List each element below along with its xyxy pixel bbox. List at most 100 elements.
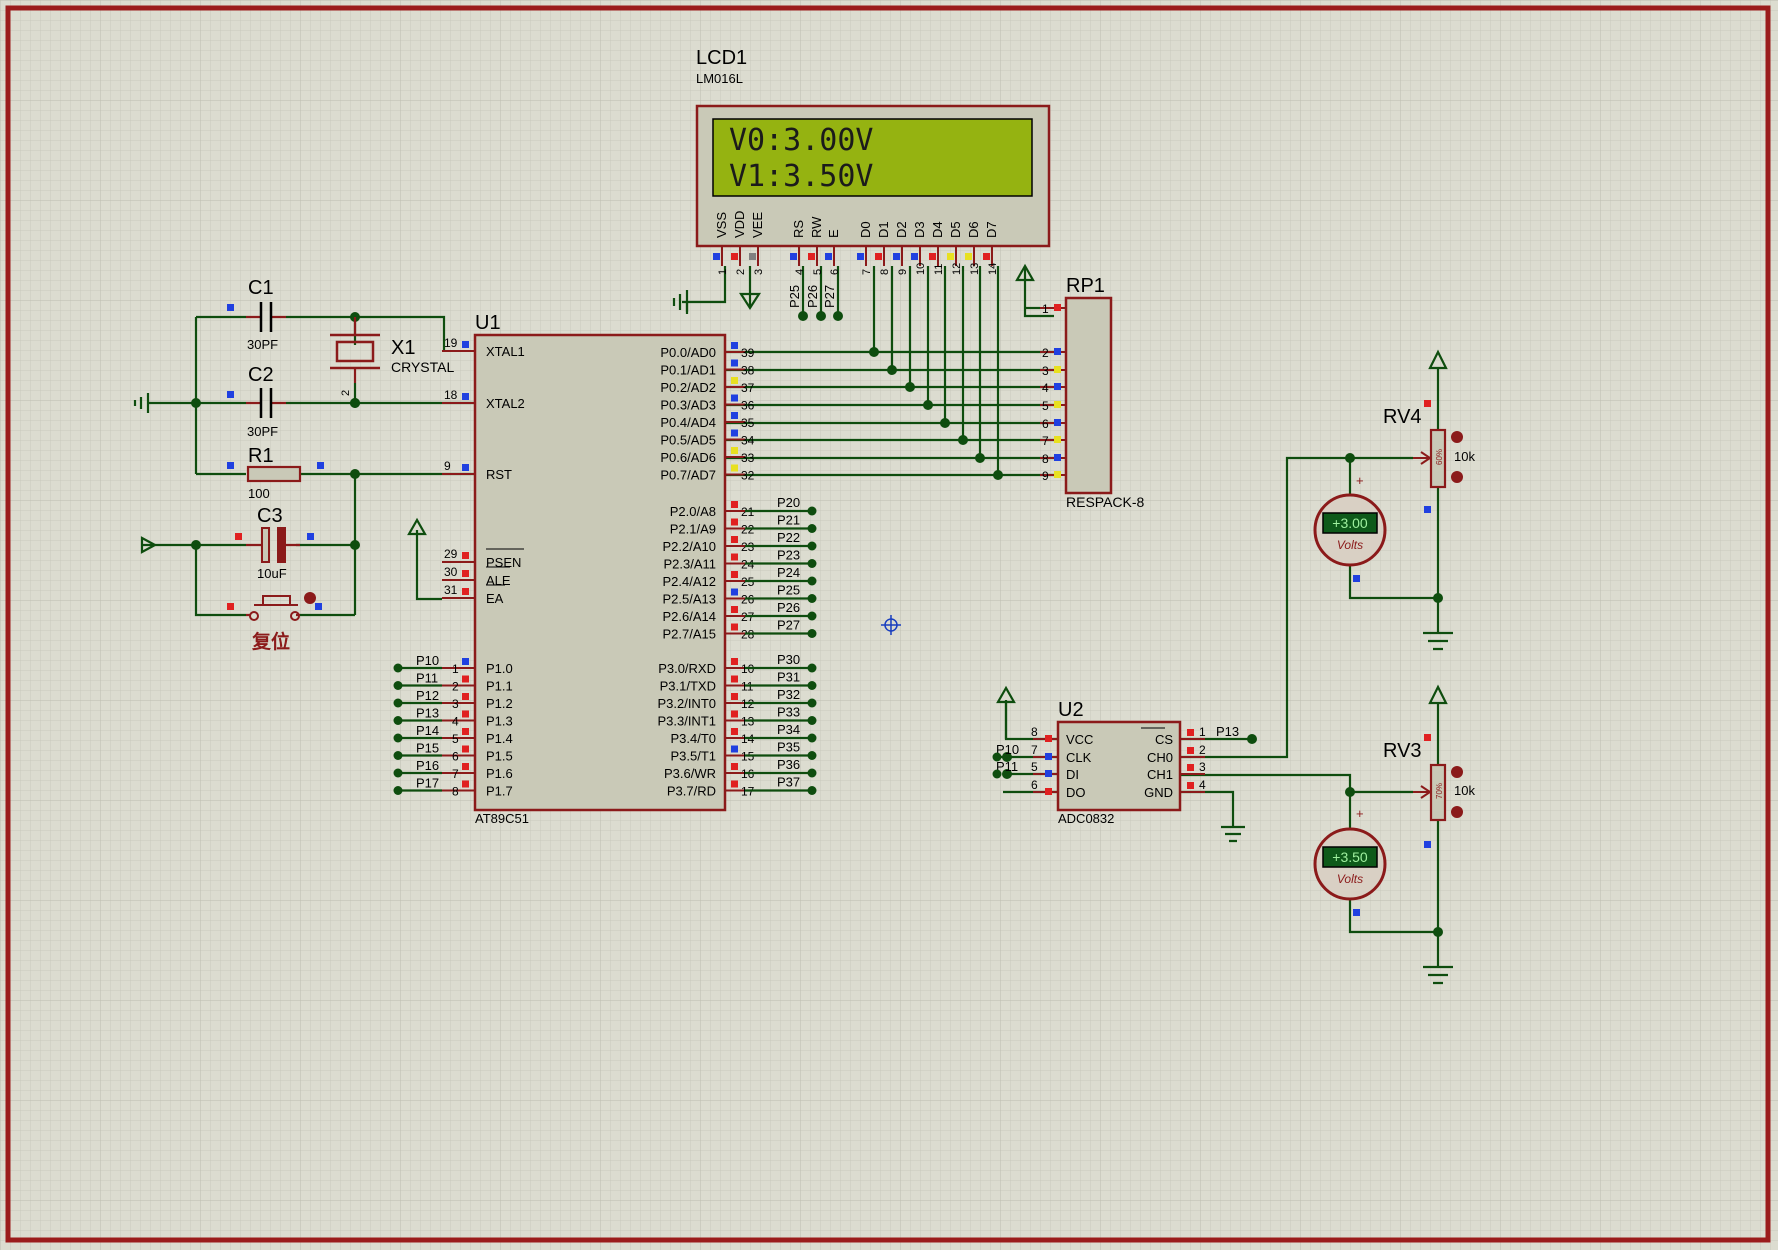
c2-value: 30PF — [247, 424, 278, 439]
pin-state-marker — [983, 253, 990, 260]
voltmeter-1-unit: Volts — [1337, 538, 1363, 552]
u2-pin-name: DI — [1066, 767, 1079, 782]
x1-crystal[interactable]: X1 CRYSTAL 2 — [330, 317, 454, 396]
u2-pin-number: 3 — [1199, 760, 1206, 774]
pin-state-marker — [1187, 747, 1194, 754]
mcu-pin-name: P0.0/AD0 — [660, 345, 716, 360]
pin-state-marker — [731, 536, 738, 543]
pin-state-marker — [731, 571, 738, 578]
lcd-pin-name: VEE — [750, 212, 765, 238]
net-label: P13 — [1216, 724, 1239, 739]
mcu-pin-name: P0.4/AD4 — [660, 415, 716, 430]
pin-state-marker — [462, 588, 469, 595]
net-terminal — [807, 786, 817, 795]
lcd-pin-name: D7 — [984, 221, 999, 238]
u2-pin-number: 7 — [1031, 743, 1038, 757]
lcd-pin-name: D2 — [894, 221, 909, 238]
mcu-pin-name: P1.5 — [486, 749, 513, 764]
mcu-pin-name: P2.1/A9 — [670, 522, 716, 537]
c2[interactable]: C2 30PF — [227, 364, 286, 439]
ground-rv4 — [1423, 631, 1453, 651]
net-terminal — [807, 733, 817, 743]
rv4[interactable]: RV4 60% 10k — [1383, 400, 1475, 513]
voltmeter-2[interactable]: +3.50 Volts + — [1313, 806, 1387, 916]
r1-ref: R1 — [248, 445, 274, 467]
pin-state-marker — [875, 253, 882, 260]
u2-pin-number: 1 — [1199, 725, 1206, 739]
mcu-pin-name: P0.1/AD1 — [660, 363, 716, 378]
mcu-pin-name: XTAL2 — [486, 396, 525, 411]
mcu-u1[interactable]: U1 AT89C51 19XTAL118XTAL29RST29PSEN30ALE… — [393, 312, 817, 826]
voltmeter-1[interactable]: +3.00 Volts + — [1313, 473, 1387, 582]
u2-pin-number: 2 — [1199, 743, 1206, 757]
lcd-ref: LCD1 — [696, 47, 747, 69]
u2-pin-number: 4 — [1199, 778, 1206, 792]
voltmeter-2-reading: +3.50 — [1332, 849, 1368, 865]
x1-pin2: 2 — [340, 390, 352, 396]
rv3[interactable]: RV3 70% 10k — [1383, 734, 1475, 848]
mcu-model: AT89C51 — [475, 811, 529, 826]
net-label: P14 — [416, 723, 439, 738]
lcd-pin-number: 3 — [753, 269, 765, 275]
lcd-pin-name: RS — [791, 220, 806, 238]
mcu-pin-number: 6 — [452, 750, 459, 764]
voltmeter-1-reading: +3.00 — [1332, 515, 1368, 531]
net-label: P34 — [777, 722, 800, 737]
pin-state-marker — [462, 710, 469, 718]
pin-state-marker — [731, 745, 738, 753]
net-terminal — [992, 769, 1002, 779]
pin-state-marker — [731, 675, 738, 683]
lcd-pin-number: 12 — [951, 263, 963, 275]
pin-state-marker — [462, 763, 469, 770]
net-label: P27 — [822, 285, 837, 308]
reset-button[interactable]: 复位 — [227, 592, 322, 653]
lcd-pin-number: 11 — [933, 264, 945, 275]
pin-state-marker — [731, 710, 738, 718]
c3[interactable]: C3 10uF — [235, 505, 314, 581]
c2-ref: C2 — [248, 364, 274, 386]
power-arrow-rv3 — [1428, 684, 1448, 705]
net-label: P36 — [777, 757, 800, 772]
pin-state-marker — [857, 253, 864, 260]
pin-state-marker — [947, 253, 954, 260]
power-arrow-ea — [407, 517, 427, 536]
mcu-pin-name: P1.0 — [486, 661, 513, 676]
r1[interactable]: R1 100 — [227, 445, 324, 501]
pin-state-marker — [1054, 366, 1061, 373]
power-arrow-u2 — [996, 685, 1016, 739]
voltmeter-1-plus: + — [1356, 473, 1364, 488]
rp1-pin-number: 8 — [1042, 452, 1049, 466]
net-label: P33 — [777, 705, 800, 720]
mcu-pin-number: 35 — [741, 416, 755, 430]
mcu-pin-name: P3.6/WR — [664, 766, 716, 781]
net-label: P10 — [416, 653, 439, 668]
mcu-pin-number: 39 — [741, 346, 755, 360]
lcd-line2: V1:3.50V — [729, 159, 874, 194]
mcu-pin-name: P1.1 — [486, 679, 513, 694]
pin-state-marker — [1054, 419, 1061, 426]
net-terminal — [393, 681, 403, 690]
c1[interactable]: C1 30PF — [227, 277, 286, 352]
lcd-pin-name: D5 — [948, 221, 963, 238]
u2-pin-name: CH0 — [1147, 750, 1173, 765]
pin-state-marker — [1054, 348, 1061, 355]
rv4-ref: RV4 — [1383, 406, 1422, 428]
pin-state-marker — [1187, 782, 1194, 789]
rp1-model: RESPACK-8 — [1066, 494, 1145, 510]
mcu-pin-name: P0.2/AD2 — [660, 380, 716, 395]
lcd1[interactable]: LCD1 LM016L V0:3.00V V1:3.50V VSS1VDD2VE… — [695, 47, 1051, 308]
rp1-pin-number: 3 — [1042, 364, 1049, 378]
mcu-pin-number: 31 — [444, 583, 458, 597]
net-terminal — [807, 663, 817, 673]
pin-state-marker — [462, 728, 469, 735]
voltmeter-2-plus: + — [1356, 806, 1364, 821]
mcu-pin-number: 38 — [741, 364, 755, 378]
net-label: P25 — [777, 583, 800, 598]
pin-state-marker — [462, 675, 469, 683]
mcu-pin-name: P1.4 — [486, 731, 513, 746]
mcu-pin-number: 34 — [741, 434, 755, 448]
